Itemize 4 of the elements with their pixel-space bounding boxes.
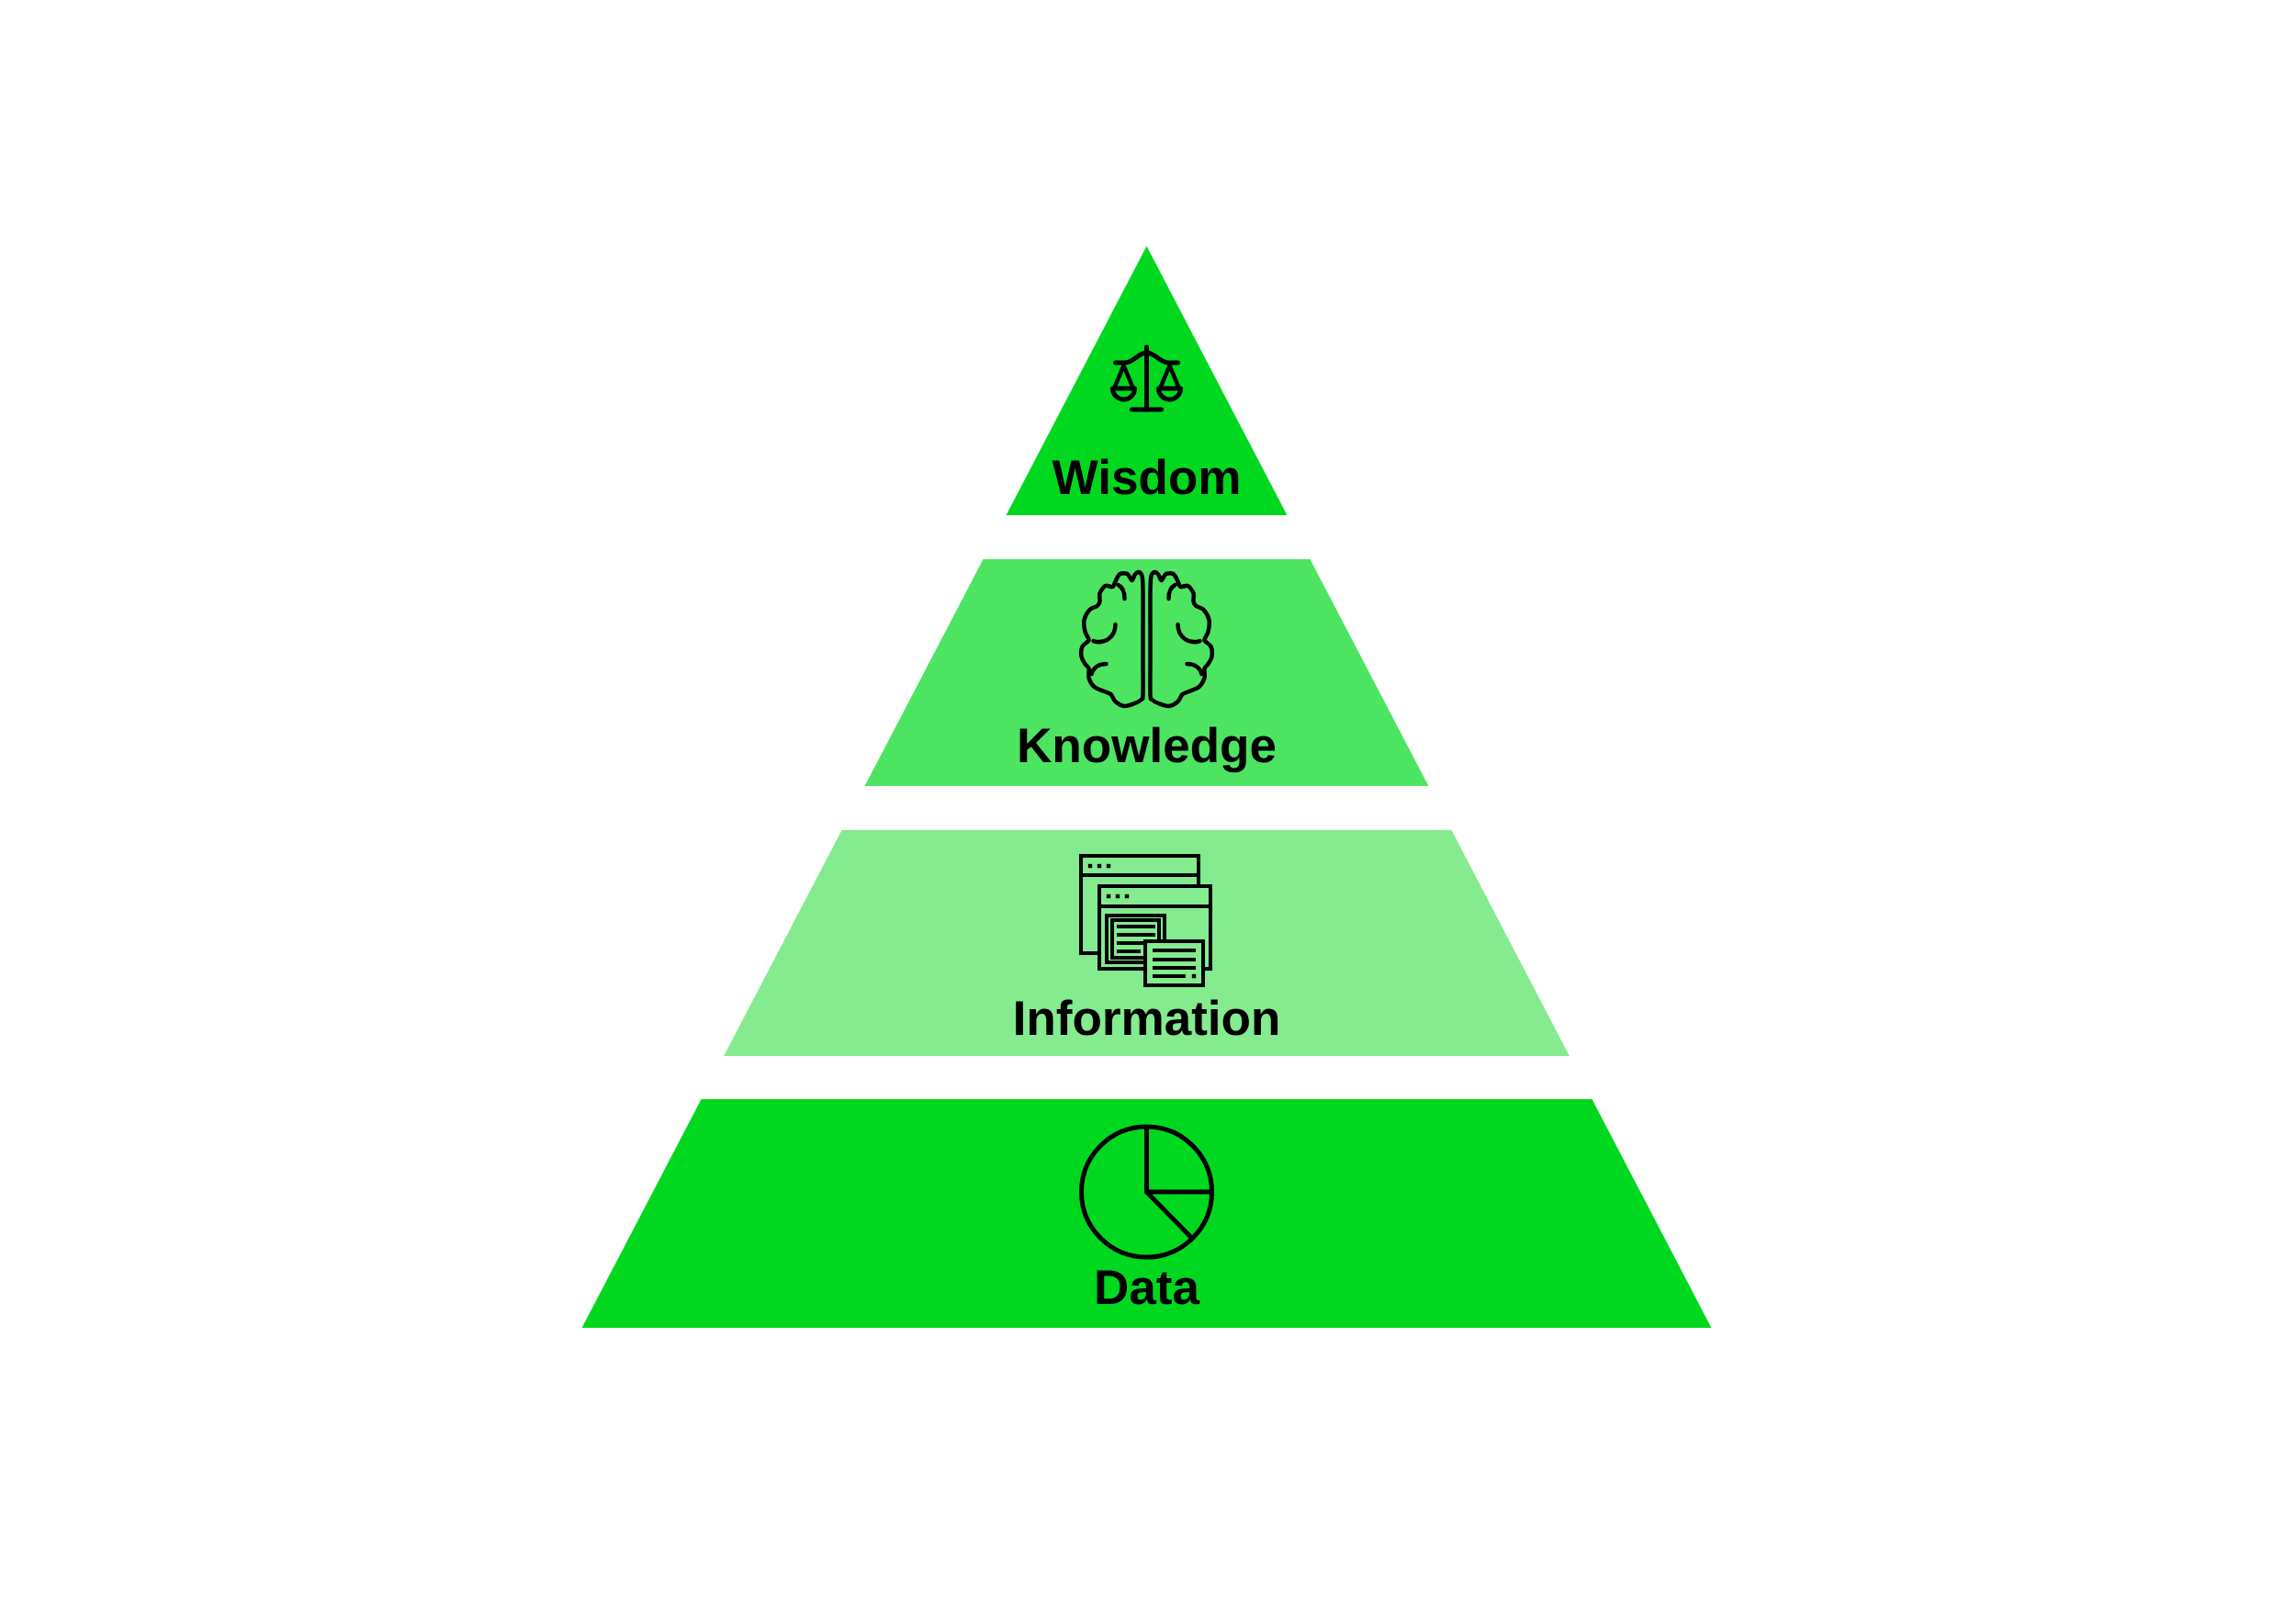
pyramid-tier: Data bbox=[581, 1099, 1712, 1329]
pyramid-tier: Wisdom bbox=[1006, 246, 1288, 515]
pyramid-tier: Knowledge bbox=[864, 559, 1429, 786]
pyramid-tier: Information bbox=[724, 830, 1570, 1057]
